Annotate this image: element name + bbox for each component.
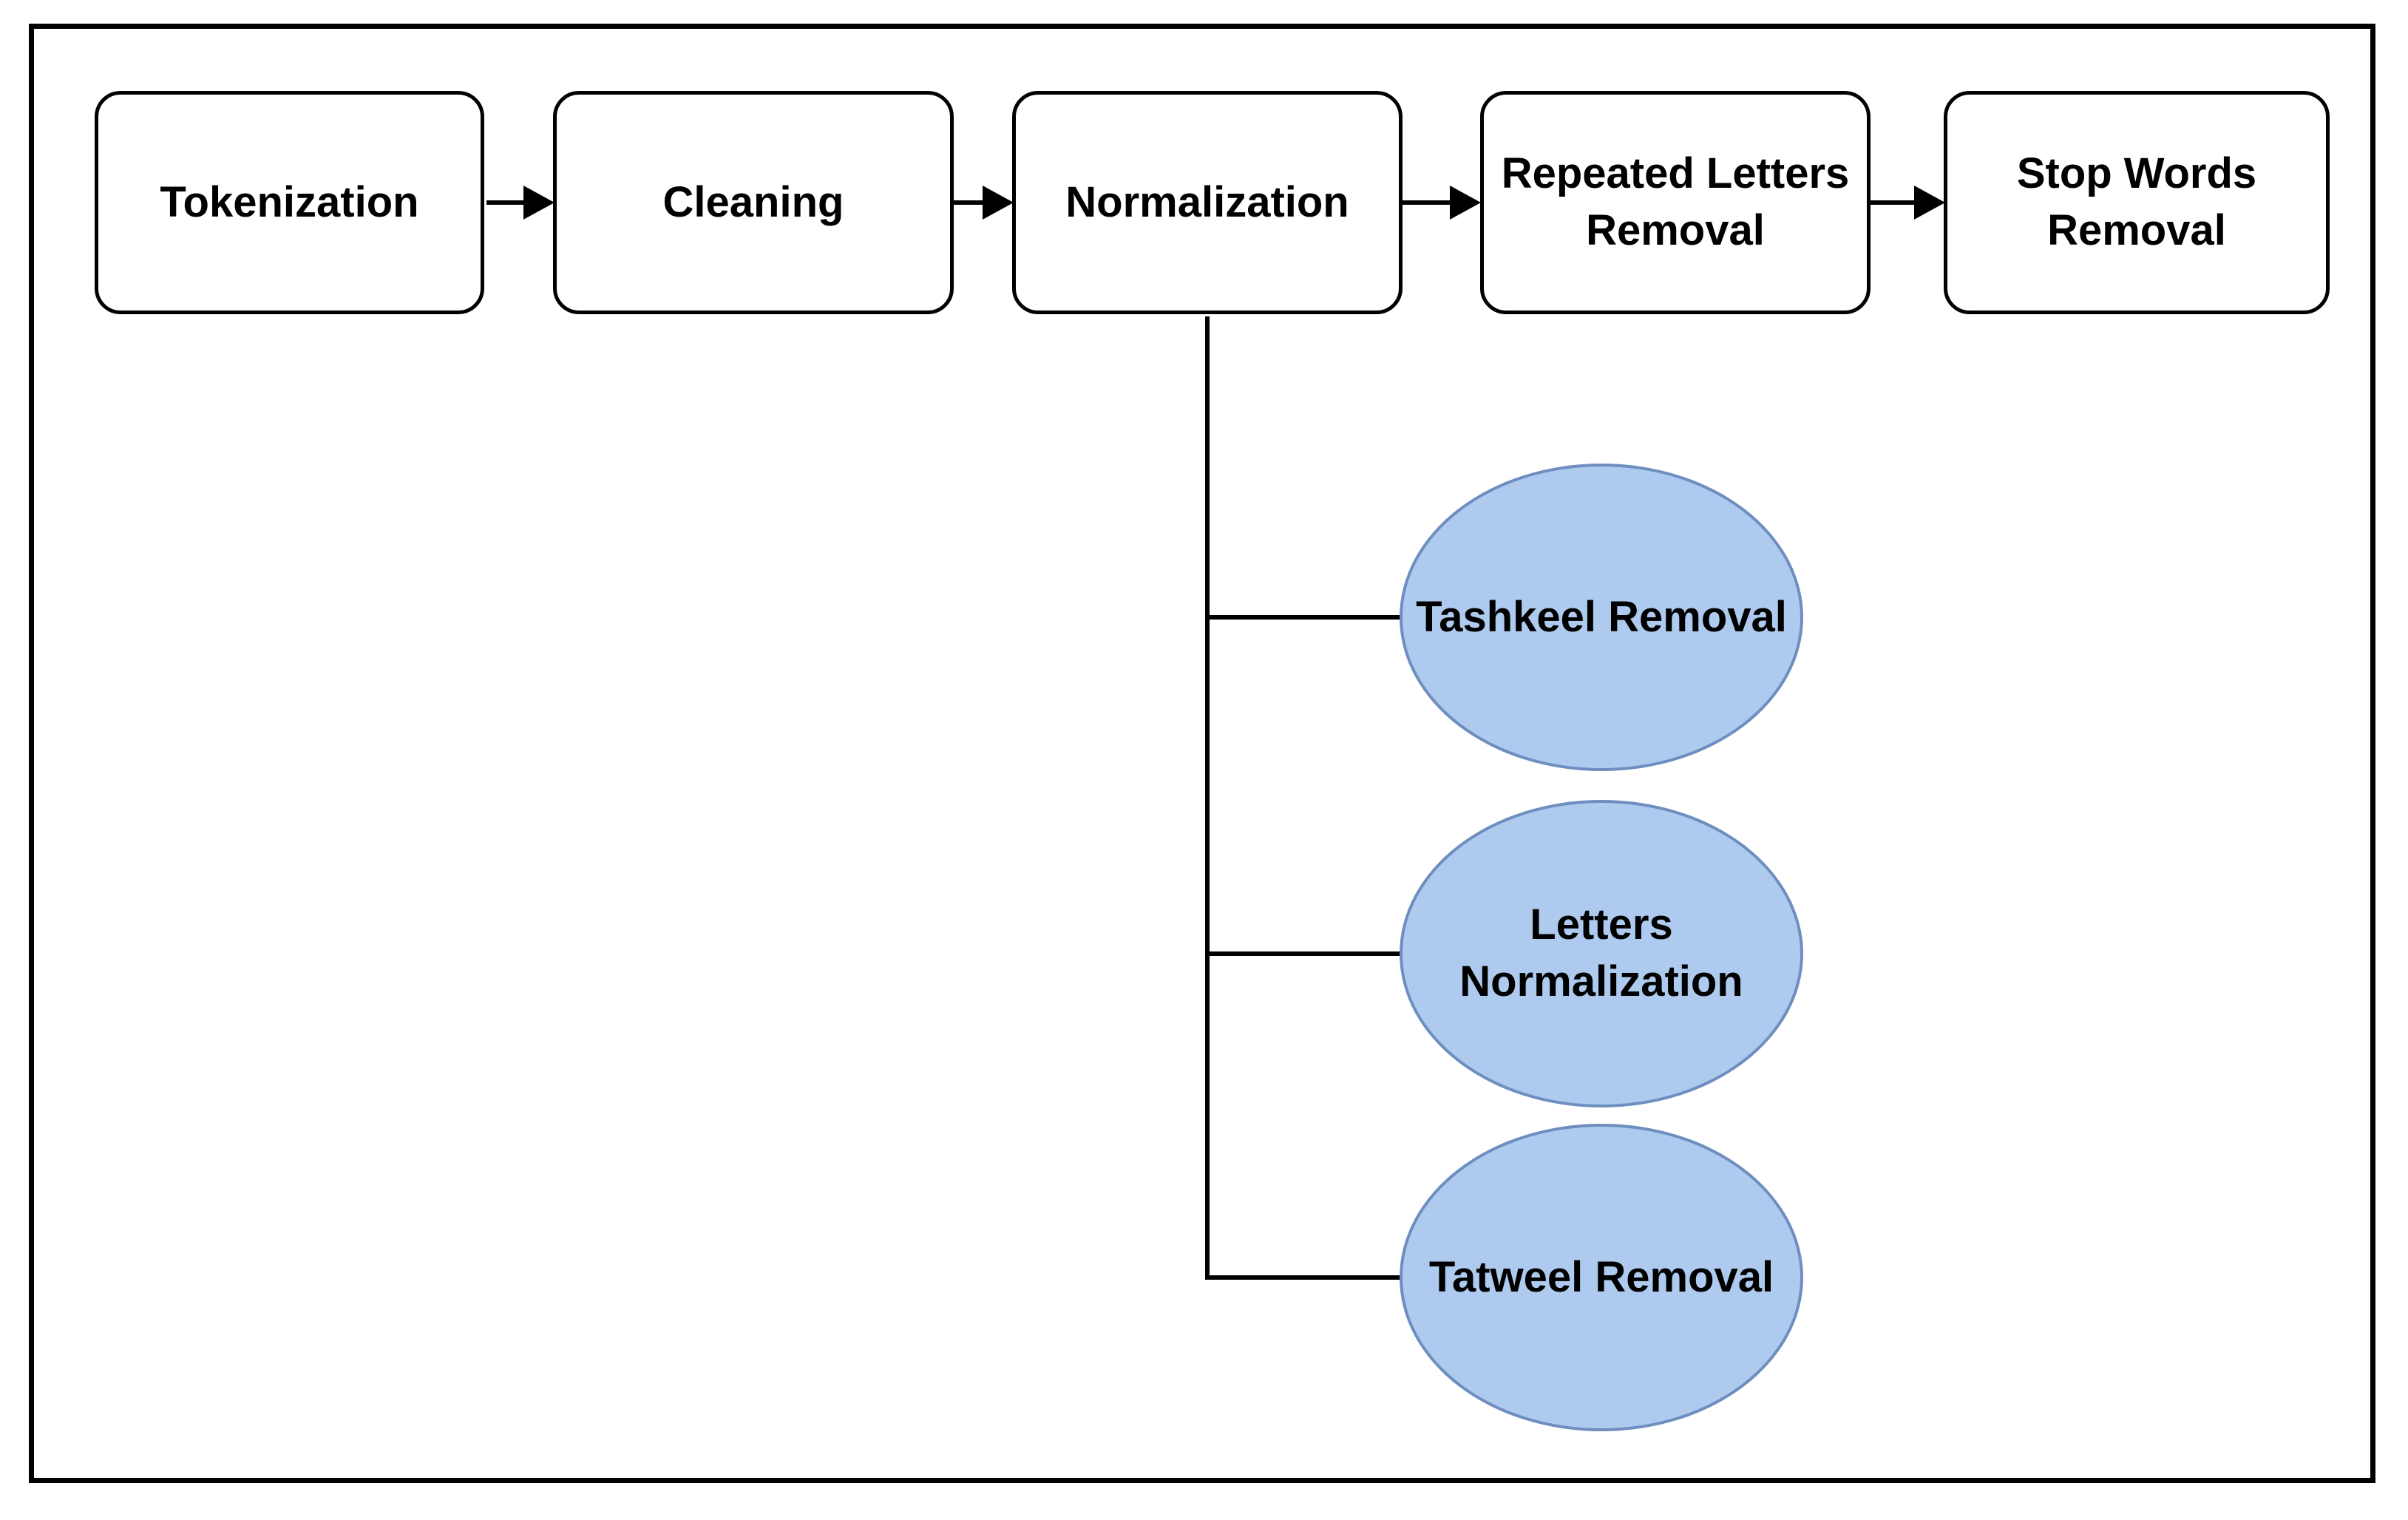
node-repeated-letters-removal-label: Repeated Letters Removal: [1501, 149, 1850, 254]
node-normalization-label: Normalization: [1065, 177, 1349, 226]
node-letters-normalization-label: Letters Normalization: [1459, 900, 1743, 1005]
node-tashkeel-removal: Tashkeel Removal: [1400, 464, 1803, 771]
diagram-border: [29, 24, 2375, 1483]
arrowhead-tokenization-cleaning-icon: [523, 186, 554, 220]
node-tokenization-label: Tokenization: [160, 177, 419, 226]
node-tatweel-removal-label: Tatweel Removal: [1428, 1252, 1774, 1301]
node-tatweel-removal: Tatweel Removal: [1400, 1124, 1803, 1431]
node-cleaning: Cleaning: [553, 91, 954, 314]
node-letters-normalization: Letters Normalization: [1400, 800, 1803, 1107]
node-repeated-letters-removal: Repeated Letters Removal: [1480, 91, 1871, 314]
node-stop-words-removal-label: Stop Words Removal: [2016, 149, 2257, 254]
arrowhead-cleaning-normalization-icon: [983, 186, 1014, 220]
node-tokenization: Tokenization: [95, 91, 484, 314]
arrowhead-normalization-repeated-icon: [1450, 186, 1481, 220]
node-tashkeel-removal-label: Tashkeel Removal: [1416, 592, 1787, 641]
node-cleaning-label: Cleaning: [662, 177, 844, 226]
node-stop-words-removal: Stop Words Removal: [1944, 91, 2330, 314]
arrowhead-repeated-stopwords-icon: [1914, 186, 1945, 220]
node-normalization: Normalization: [1012, 91, 1403, 314]
